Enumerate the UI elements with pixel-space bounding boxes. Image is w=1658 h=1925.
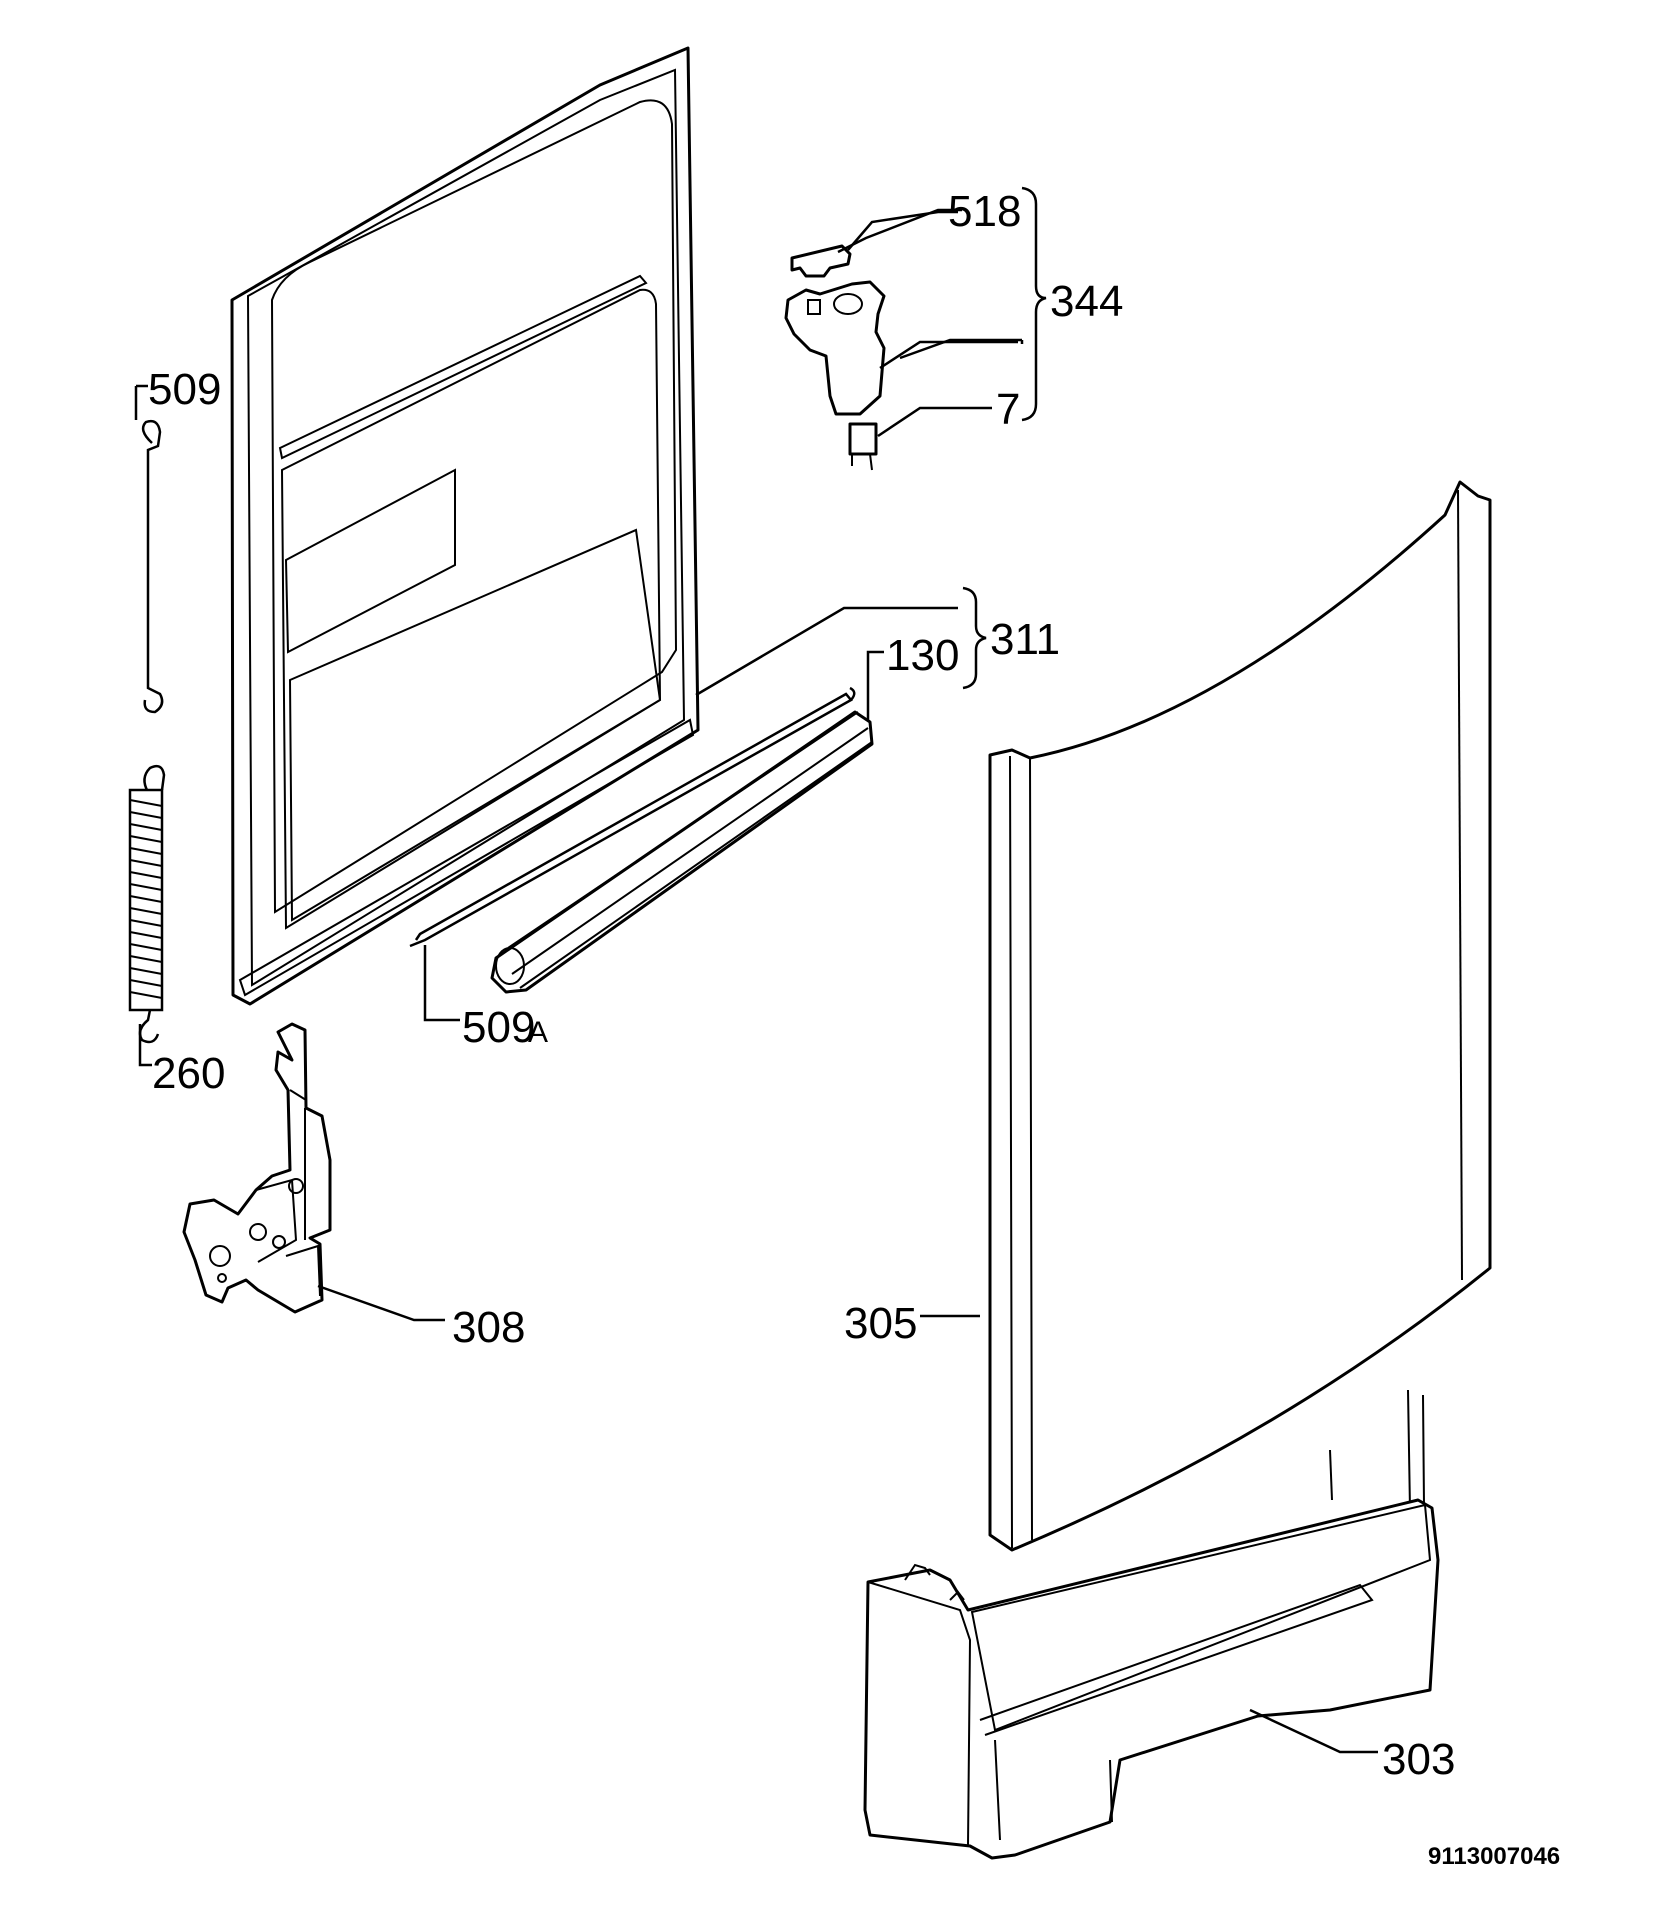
kick-plate-303 — [863, 1389, 1440, 1860]
seal-130 — [490, 710, 874, 994]
label-509a-suffix: A — [528, 1016, 548, 1049]
inner-door-panel — [230, 46, 700, 1006]
label-130: 130 — [886, 631, 959, 680]
label-311: 311 — [990, 615, 1060, 664]
rod-509a — [409, 686, 856, 948]
hinge-308 — [182, 1022, 332, 1314]
label-509a-number: 509 — [462, 1003, 535, 1052]
label-7: 7 — [996, 385, 1020, 434]
label-344: 344 — [1050, 277, 1123, 326]
label-518: 518 — [948, 187, 1021, 236]
spring-509 — [141, 419, 164, 714]
leader-lines — [134, 186, 1378, 1754]
label-509: 509 — [148, 365, 221, 414]
door-lock-344 — [784, 244, 886, 471]
outer-door-panel-305 — [988, 480, 1492, 1552]
label-308: 308 — [452, 1303, 525, 1352]
label-303: 303 — [1382, 1735, 1455, 1784]
drawing-code: 9113007046 — [1428, 1843, 1560, 1870]
spring-260 — [128, 764, 166, 1044]
label-260: 260 — [152, 1049, 225, 1098]
label-305: 305 — [844, 1299, 917, 1348]
